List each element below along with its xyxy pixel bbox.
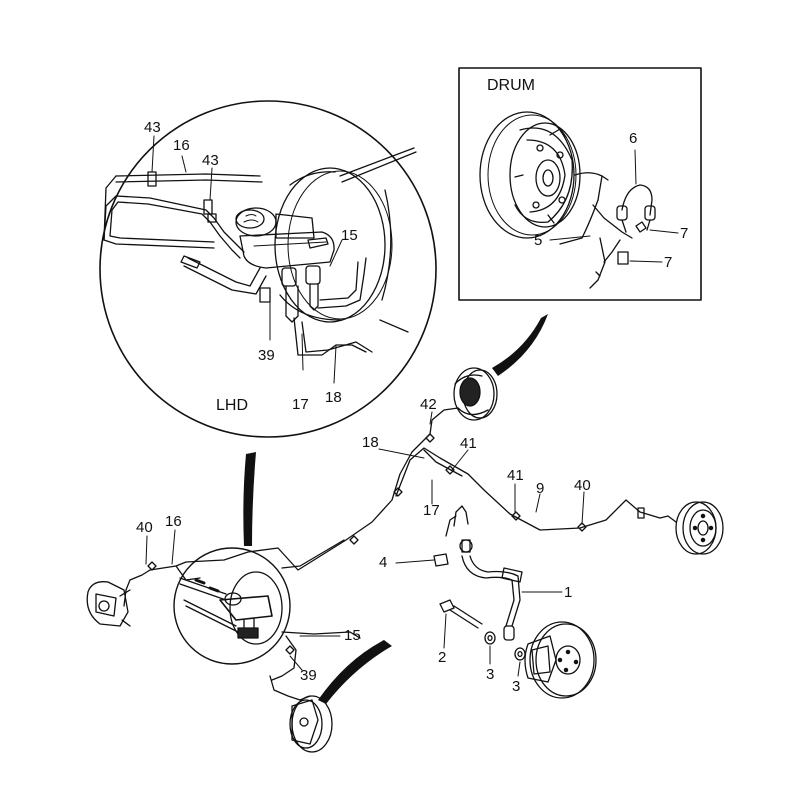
callout-17-main: 17: [423, 502, 440, 519]
callout-16-main: 16: [165, 513, 182, 530]
callout-7-upper: 7: [680, 225, 689, 242]
callout-15-main: 15: [344, 627, 361, 644]
callout-42: 42: [420, 396, 437, 413]
callout-3-right: 3: [512, 678, 521, 695]
lhd-magnifier: [99, 100, 437, 438]
callout-7-lower: 7: [664, 254, 673, 271]
callout-6: 6: [629, 130, 638, 147]
callout-18-inset: 18: [325, 389, 342, 406]
front-hose-assembly: [395, 505, 597, 699]
callout-9: 9: [536, 480, 545, 497]
callout-16-inset: 16: [173, 137, 190, 154]
callout-43-left: 43: [144, 119, 161, 136]
callout-4: 4: [379, 554, 388, 571]
lhd-title: LHD: [216, 397, 249, 414]
rear-drum-left: [453, 367, 498, 421]
brake-lines: [123, 407, 661, 701]
small-magnifier: [173, 547, 291, 665]
callout-41-left: 41: [460, 435, 477, 452]
front-left-caliper: [86, 581, 131, 627]
callout-39-main: 39: [300, 667, 317, 684]
drum-inset: [458, 67, 702, 301]
drum-title: DRUM: [487, 77, 535, 94]
callout-15-inset: 15: [341, 227, 358, 244]
callout-5: 5: [534, 232, 543, 249]
front-right-caliper: [289, 695, 333, 753]
callout-40-left: 40: [136, 519, 153, 536]
rear-drum-right: [637, 501, 724, 555]
callout-40-right: 40: [574, 477, 591, 494]
callout-17-inset: 17: [292, 396, 309, 413]
callout-1: 1: [564, 584, 573, 601]
callout-2: 2: [438, 649, 447, 666]
callout-41-right: 41: [507, 467, 524, 484]
callout-3-left: 3: [486, 666, 495, 683]
pointer-arrows: [243, 314, 548, 704]
callout-18-main: 18: [362, 434, 379, 451]
callout-43-right: 43: [202, 152, 219, 169]
callout-39-inset: 39: [258, 347, 275, 364]
